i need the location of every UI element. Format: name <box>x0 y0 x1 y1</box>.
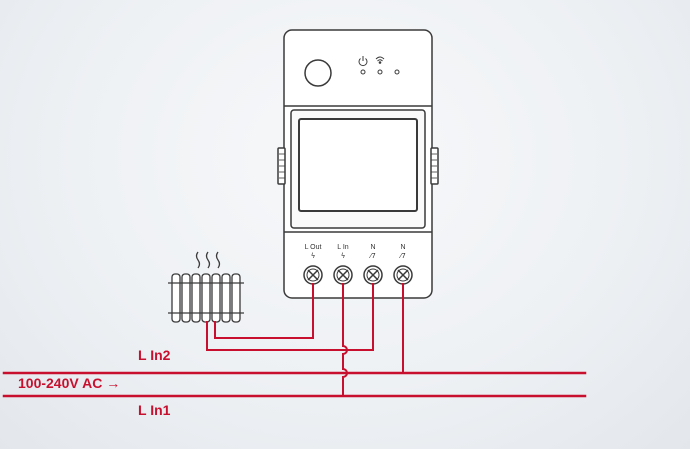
wires <box>2 283 587 398</box>
terminal-screws <box>303 265 413 285</box>
terminal-label-l-out: L Out <box>304 244 322 251</box>
terminal-symbol-l-out: ϟ <box>310 252 316 260</box>
wifi-icon <box>375 56 385 64</box>
power-icon <box>358 56 368 67</box>
smart-switch-device <box>277 29 439 299</box>
terminal-label-n-1: N <box>370 244 376 251</box>
label-l-in-1: L In1 <box>138 402 171 418</box>
heat-wave-icon <box>195 251 221 269</box>
terminal-symbol-l-in: ϟ <box>340 252 346 260</box>
terminal-screw-n-1 <box>363 265 383 285</box>
terminal-label-n-2: N <box>400 244 406 251</box>
terminal-symbol-n-2: ⁄7 <box>400 252 406 260</box>
heater-icon <box>168 273 244 323</box>
wire-heater-n <box>206 283 374 351</box>
device-button[interactable] <box>304 59 332 87</box>
terminal-screw-l-out <box>303 265 323 285</box>
status-leds <box>360 69 400 75</box>
terminal-screw-n-2 <box>393 265 413 285</box>
label-supply-voltage: 100-240V AC → <box>18 375 121 391</box>
terminal-symbol-n-1: ⁄7 <box>370 252 376 260</box>
wire-l-out-heater <box>214 283 314 339</box>
wire-l-in <box>342 283 348 397</box>
rail-grip <box>279 153 437 179</box>
terminal-label-l-in: L In <box>337 244 349 251</box>
terminal-screw-l-in <box>333 265 353 285</box>
label-l-in-2: L In2 <box>138 347 171 363</box>
